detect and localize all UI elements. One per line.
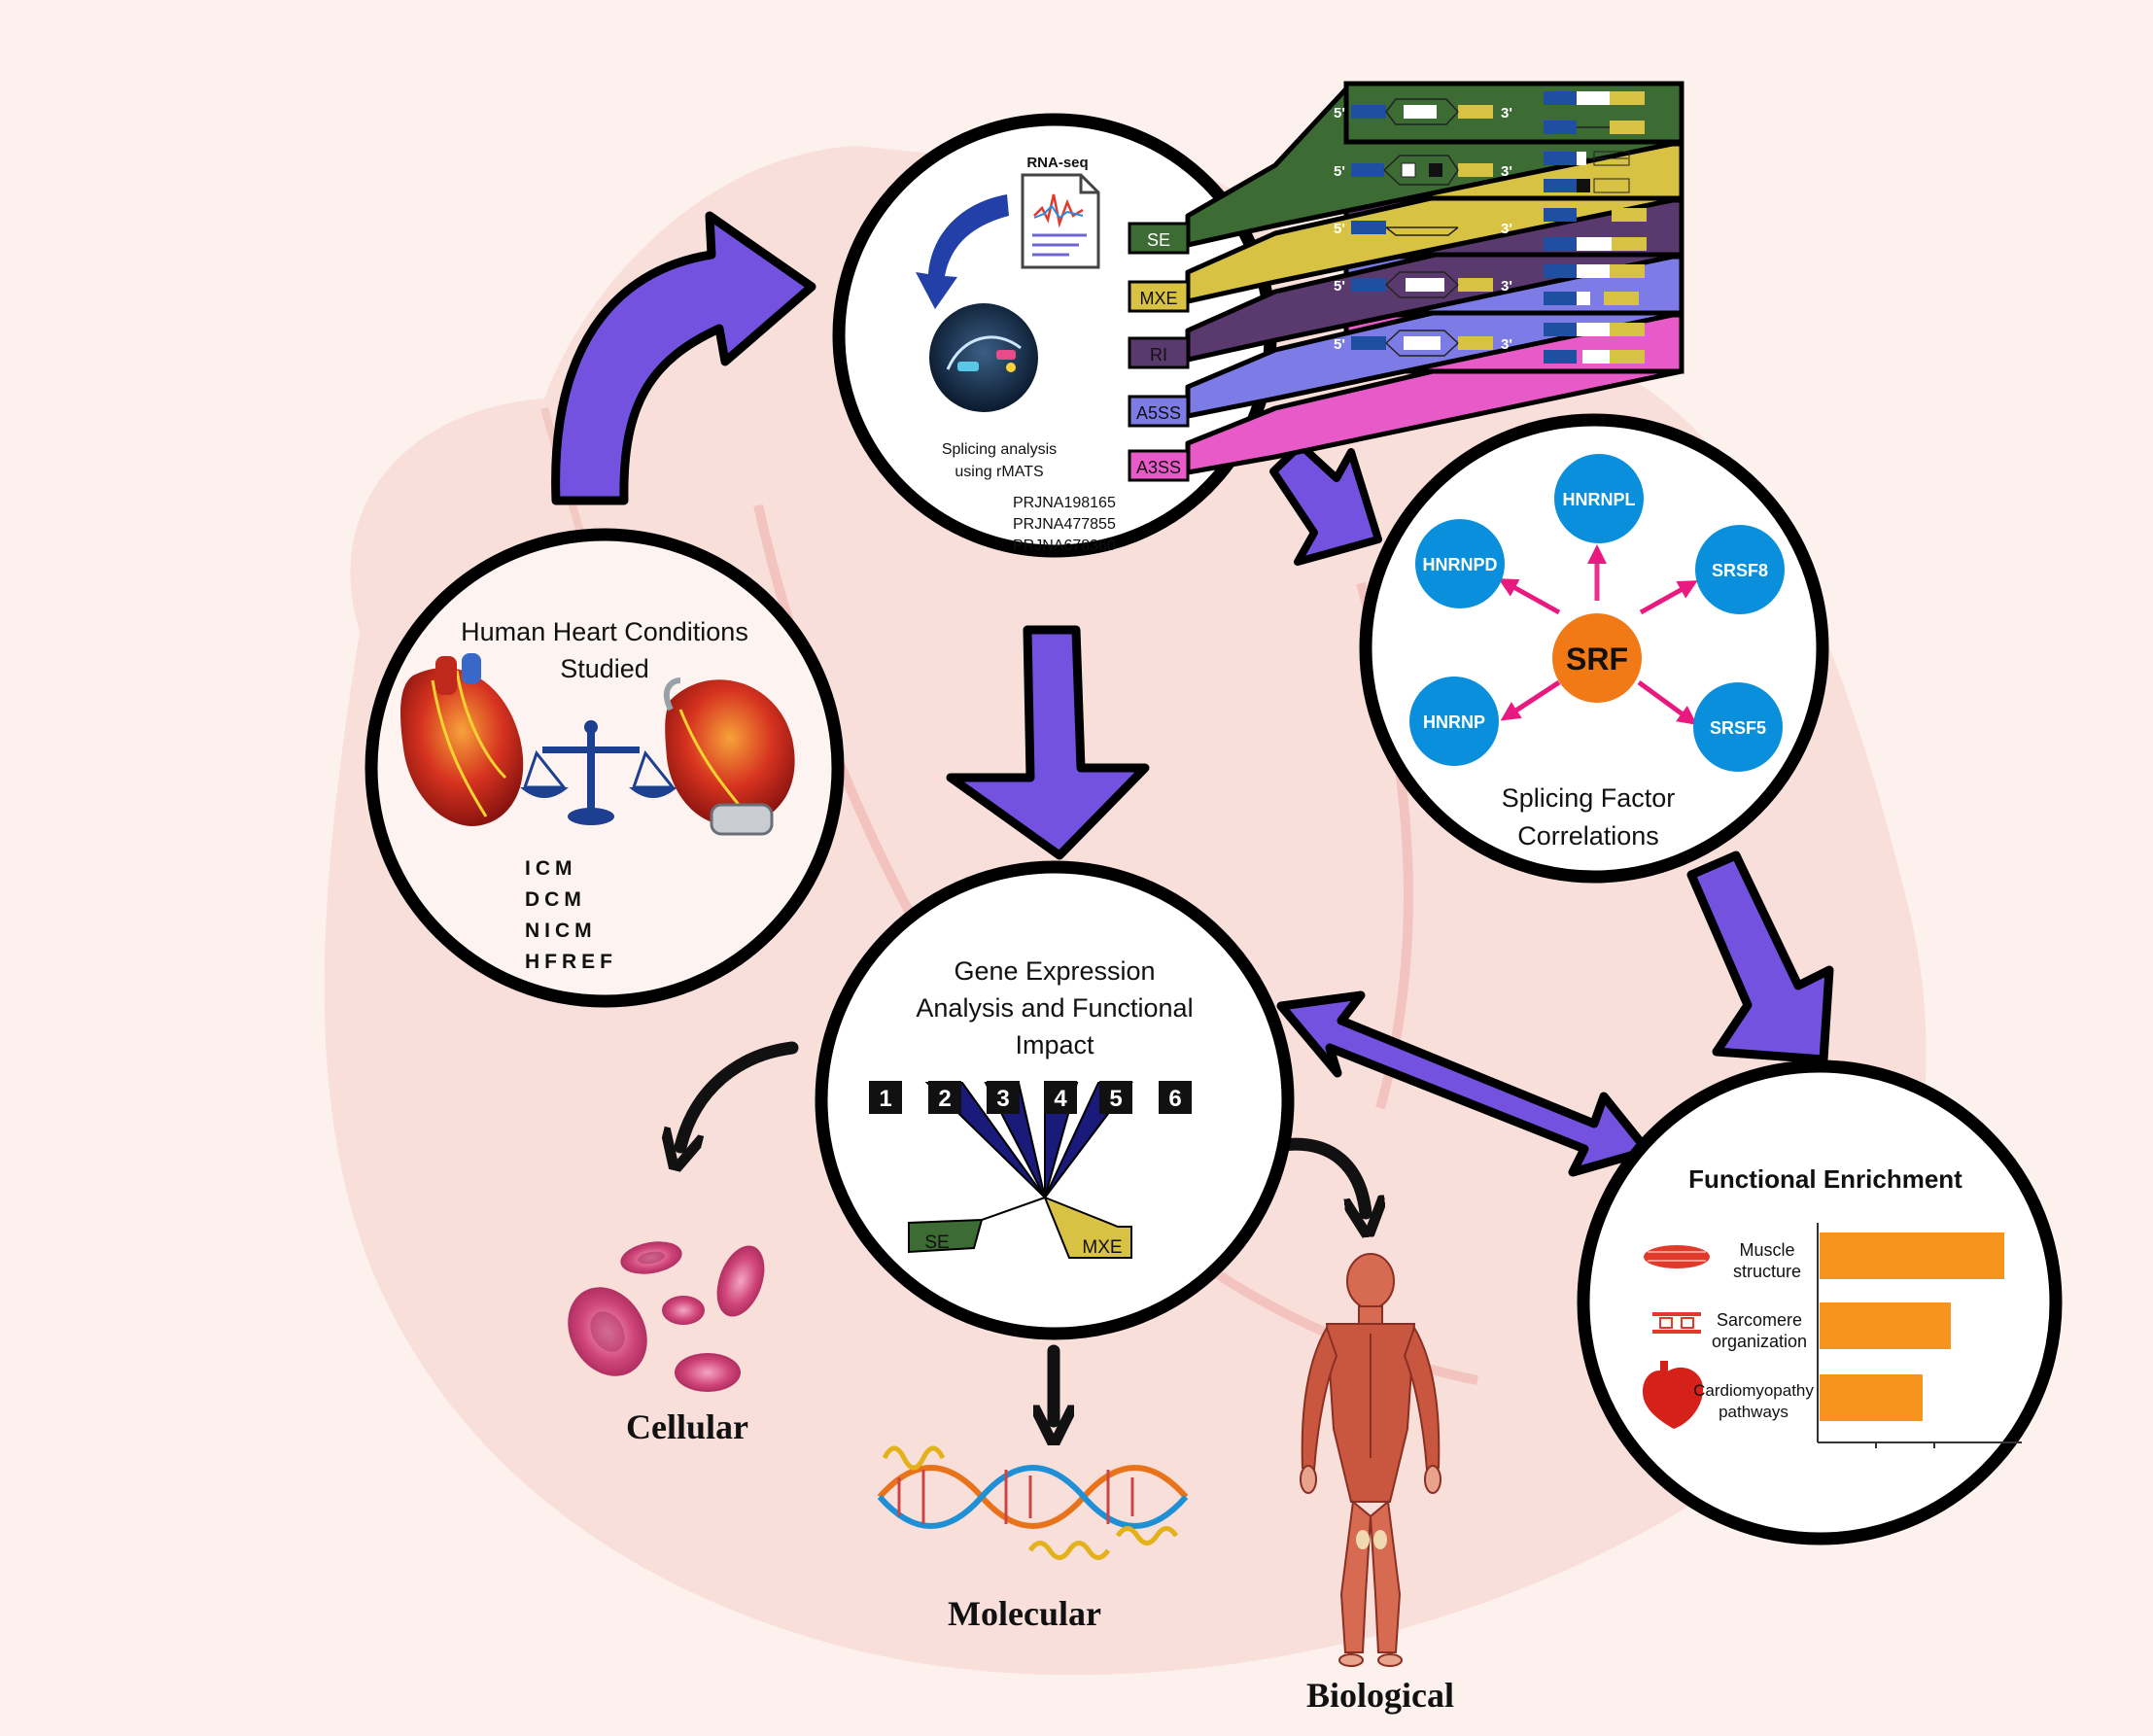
factor-node-hnrnpl — [1554, 454, 1644, 543]
factor-label: HNRNPL — [1563, 490, 1636, 509]
srf-label: SRF — [1566, 642, 1628, 677]
rmats-caption-line2: using rMATS — [955, 464, 1043, 480]
diseased-heart-image — [400, 653, 524, 826]
enrichment-panel: Functional Enrichment Muscle structure S… — [1577, 1059, 2063, 1545]
sarcomere-icon — [1652, 1312, 1701, 1334]
number-badges: 1 2 3 4 5 6 — [869, 1081, 1192, 1114]
human-anatomy-image — [1300, 1253, 1441, 1667]
accession-id: PRJNA678360 — [1013, 538, 1116, 554]
srf-node — [1552, 613, 1642, 703]
splice-event-label: A3SS — [1136, 458, 1181, 477]
factor-node-srsf5 — [1693, 682, 1783, 772]
factor-arrows — [1498, 544, 1698, 725]
five-prime-label: 5' — [1334, 163, 1345, 180]
biological-label: Biological — [1306, 1676, 1454, 1715]
number-badge: 2 — [938, 1086, 951, 1112]
ri-gene-model: 5' 3' — [1334, 208, 1647, 251]
splicing-factor-title-line1: Splicing Factor — [1502, 783, 1676, 813]
curved-arrow-to-rnaseq — [551, 211, 816, 505]
five-prime-label: 5' — [1334, 105, 1345, 122]
gene-expression-title-line2: Analysis and Functional — [916, 993, 1193, 1023]
curved-arrow-to-rmats — [916, 194, 1009, 309]
balance-scale-icon — [520, 720, 677, 825]
three-prime-label: 3' — [1501, 221, 1512, 237]
condition-item: ICM — [525, 857, 577, 880]
a5ss-gene-model: 5' 3' — [1334, 264, 1645, 305]
enrichment-term-label: organization — [1712, 1332, 1807, 1351]
accession-id: PRJNA477855 — [1013, 516, 1116, 533]
factor-node-hnrnp — [1409, 677, 1499, 766]
three-prime-label: 3' — [1501, 336, 1512, 353]
arrow-to-biological — [1276, 1137, 1366, 1213]
enrichment-bars — [1820, 1233, 2004, 1421]
three-prime-label: 3' — [1501, 105, 1512, 122]
accession-id: PRJNA198165 — [1013, 495, 1116, 511]
enrichment-term-label: Cardiomyopathy — [1693, 1381, 1814, 1400]
splice-event-label: RI — [1150, 345, 1167, 365]
number-badge: 3 — [996, 1086, 1009, 1112]
gene-expression-title-line1: Gene Expression — [954, 956, 1155, 986]
gene-expression-panel: Gene Expression Analysis and Functional … — [815, 860, 1295, 1340]
rnaseq-document-icon — [1021, 173, 1100, 269]
heart-with-device-image — [663, 677, 795, 836]
rmats-caption-line1: Splicing analysis — [942, 441, 1057, 458]
number-badge: 5 — [1109, 1086, 1122, 1112]
factor-node-srsf8 — [1695, 525, 1785, 614]
splice-event-ribbons: A3SS A5SS RI MXE SE — [1128, 81, 1684, 482]
factor-label: HNRNPD — [1422, 555, 1497, 574]
conditions-panel: Human Heart Conditions Studied ICM DCM — [365, 528, 845, 1008]
funnel-mxe-label: MXE — [1082, 1237, 1122, 1258]
three-prime-label: 3' — [1501, 163, 1512, 180]
arrow-to-cellular — [680, 1041, 799, 1147]
splicing-factor-panel: SRF HNRNPL HNRNPD SRSF8 HNRNP SRSF5 Spli… — [1359, 413, 1829, 884]
enrichment-bar — [1820, 1233, 2004, 1279]
enrichment-term-label: Sarcomere — [1717, 1310, 1802, 1330]
cellular-label: Cellular — [626, 1407, 748, 1446]
enrichment-bar — [1820, 1374, 1923, 1421]
impact-arrows — [680, 1041, 1366, 1421]
five-prime-label: 5' — [1334, 336, 1345, 353]
gene-expression-title-line3: Impact — [1015, 1030, 1094, 1059]
mxe-gene-model: 5' 3' — [1334, 151, 1630, 193]
splicing-factor-title-line2: Correlations — [1517, 821, 1659, 851]
dna-protein-image — [877, 1445, 1189, 1560]
enrichment-title: Functional Enrichment — [1688, 1164, 1962, 1194]
factor-label: HNRNP — [1423, 712, 1485, 732]
red-blood-cells-image — [568, 1241, 765, 1392]
heart-icon — [1643, 1361, 1704, 1429]
condition-item: NICM — [525, 920, 597, 942]
five-prime-label: 5' — [1334, 221, 1345, 237]
condition-item: DCM — [525, 888, 586, 911]
condition-item: HFREF — [525, 951, 617, 973]
molecular-label: Molecular — [948, 1594, 1101, 1633]
conditions-title-line1: Human Heart Conditions — [461, 617, 748, 646]
rnaseq-label: RNA-seq — [1026, 155, 1088, 171]
splice-event-label: A5SS — [1136, 403, 1181, 423]
rmats-tool-image — [929, 303, 1038, 412]
number-badge: 1 — [879, 1086, 891, 1112]
funnel-se-label: SE — [924, 1233, 949, 1253]
se-gene-model: 5' 3' — [1334, 91, 1645, 134]
flow-arrows — [551, 211, 1834, 1177]
factor-label: SRSF8 — [1712, 561, 1768, 580]
enrichment-axes — [1817, 1223, 2022, 1448]
number-badge: 4 — [1054, 1086, 1067, 1112]
arrow-to-enrichment — [1686, 851, 1834, 1064]
a3ss-gene-model: 5' 3' — [1334, 323, 1645, 364]
splice-event-label: SE — [1147, 230, 1170, 250]
enrichment-term-label: structure — [1733, 1262, 1801, 1281]
muscle-icon — [1644, 1245, 1710, 1268]
enrichment-bar — [1820, 1302, 1951, 1349]
splice-event-label: MXE — [1139, 289, 1177, 308]
enrichment-term-label: Muscle — [1739, 1240, 1794, 1260]
down-arrow-to-gene-expression — [946, 625, 1150, 860]
five-prime-label: 5' — [1334, 278, 1345, 295]
three-prime-label: 3' — [1501, 278, 1512, 295]
conditions-title-line2: Studied — [560, 654, 649, 683]
factor-label: SRSF5 — [1710, 718, 1766, 738]
enrichment-term-label: pathways — [1719, 1403, 1788, 1421]
number-badge: 6 — [1168, 1086, 1181, 1112]
factor-node-hnrnpd — [1415, 519, 1505, 608]
